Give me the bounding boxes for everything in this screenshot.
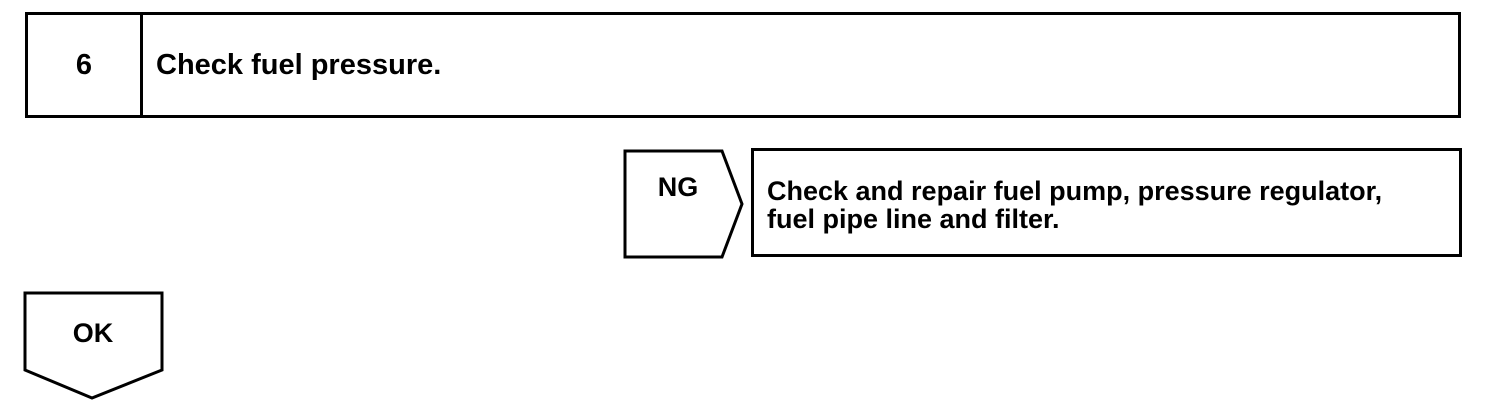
step-number: 6 — [28, 15, 143, 115]
ng-arrow-icon — [623, 149, 744, 259]
ng-result-line-2: fuel pipe line and filter. — [767, 204, 1060, 234]
ok-arrow-icon — [23, 291, 164, 400]
step-box: 6 Check fuel pressure. — [25, 12, 1461, 118]
ng-result-line-1: Check and repair fuel pump, pressure reg… — [767, 176, 1383, 206]
ok-label: OK — [72, 318, 114, 348]
step-title: Check fuel pressure. — [156, 48, 442, 81]
ng-label: NG — [657, 172, 699, 202]
ng-result-box: Check and repair fuel pump, pressure reg… — [751, 148, 1462, 257]
